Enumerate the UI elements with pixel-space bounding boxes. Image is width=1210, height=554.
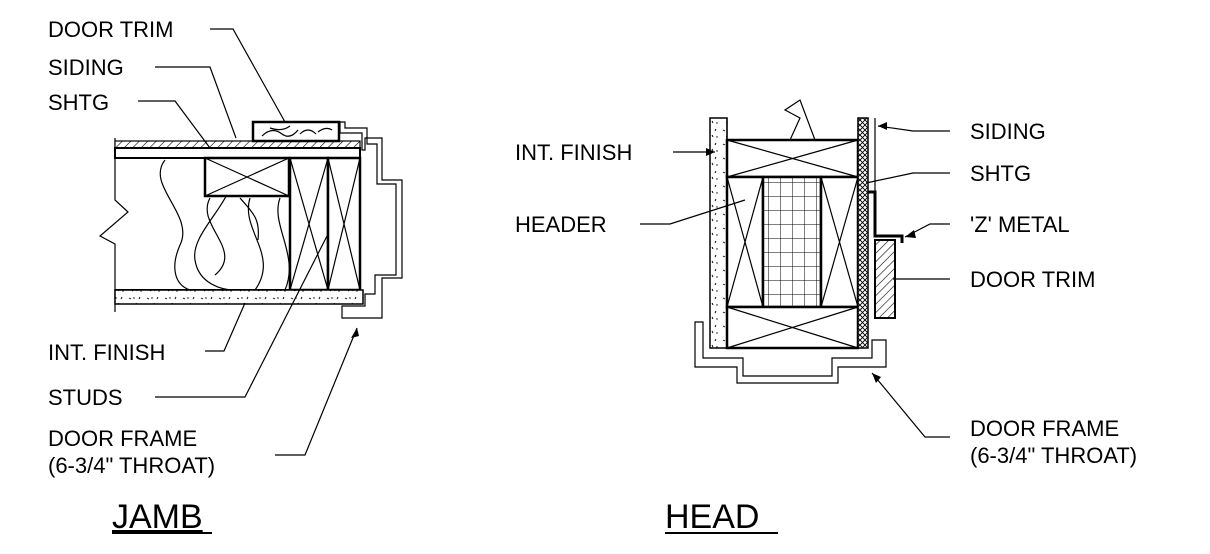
head-label-shtg: SHTG — [970, 161, 1031, 186]
head-siding-leader — [877, 125, 950, 132]
jamb-label-shtg: SHTG — [48, 90, 109, 115]
jamb-title: JAMB — [112, 498, 203, 536]
jamb-label-door-trim: DOOR TRIM — [48, 17, 173, 42]
head-break-line — [726, 99, 859, 141]
jamb-label-door-frame-2: (6-3/4" THROAT) — [48, 453, 215, 478]
jamb-studs-leader — [155, 235, 328, 398]
head-label-door-trim: DOOR TRIM — [970, 267, 1095, 292]
jamb-block-x — [204, 157, 290, 197]
head-label-door-frame-1: DOOR FRAME — [970, 416, 1119, 441]
head-int-finish-arrow — [706, 148, 715, 156]
jamb-int-finish — [114, 289, 364, 305]
jamb-label-studs: STUDS — [48, 385, 123, 410]
jamb-trim-grain — [261, 125, 333, 137]
jamb-stud-2-x — [327, 157, 361, 291]
head-label-siding: SIDING — [970, 119, 1046, 144]
jamb-door-frame-leader — [275, 327, 358, 456]
jamb-shtg-leader — [138, 100, 211, 149]
jamb-siding-leader — [155, 66, 237, 139]
jamb-insulation — [159, 159, 290, 291]
head-label-header: HEADER — [515, 212, 607, 237]
head-top-plate-x — [726, 139, 859, 178]
head-z-metal-arrow — [905, 230, 916, 238]
jamb-detail: DOOR TRIM SIDING SHTG INT. FINISH STUDS … — [48, 17, 403, 536]
jamb-door-trim-leader — [210, 28, 286, 123]
head-header-core — [761, 175, 823, 309]
jamb-door-frame — [339, 121, 403, 319]
head-z-metal — [868, 190, 904, 243]
head-header-leader — [640, 199, 746, 225]
jamb-stud-1-x — [289, 157, 329, 291]
head-door-frame — [694, 321, 887, 384]
jamb-int-finish-leader — [205, 302, 246, 352]
head-header-right-x — [820, 176, 859, 308]
head-bottom-plate-x — [726, 306, 859, 349]
head-title: HEAD — [665, 498, 759, 536]
head-detail: INT. FINISH HEADER SIDING SHTG 'Z' METAL… — [515, 99, 1137, 536]
head-siding-arrow — [878, 122, 887, 130]
head-door-frame-leader — [871, 372, 950, 438]
head-door-frame-arrow — [872, 373, 881, 383]
jamb-sheathing — [114, 147, 361, 159]
jamb-door-frame-arrow — [351, 328, 359, 338]
head-label-int-finish: INT. FINISH — [515, 140, 632, 165]
head-shtg-leader — [865, 172, 950, 184]
head-label-z-metal: 'Z' METAL — [970, 212, 1070, 237]
head-label-door-frame-2: (6-3/4" THROAT) — [970, 443, 1137, 468]
head-door-trim — [874, 239, 896, 319]
jamb-label-siding: SIDING — [48, 55, 124, 80]
jamb-label-door-frame-1: DOOR FRAME — [48, 426, 197, 451]
jamb-break-line — [98, 158, 129, 290]
jamb-label-int-finish: INT. FINISH — [48, 340, 165, 365]
head-sheathing — [857, 117, 869, 349]
head-header-left-x — [726, 176, 764, 308]
